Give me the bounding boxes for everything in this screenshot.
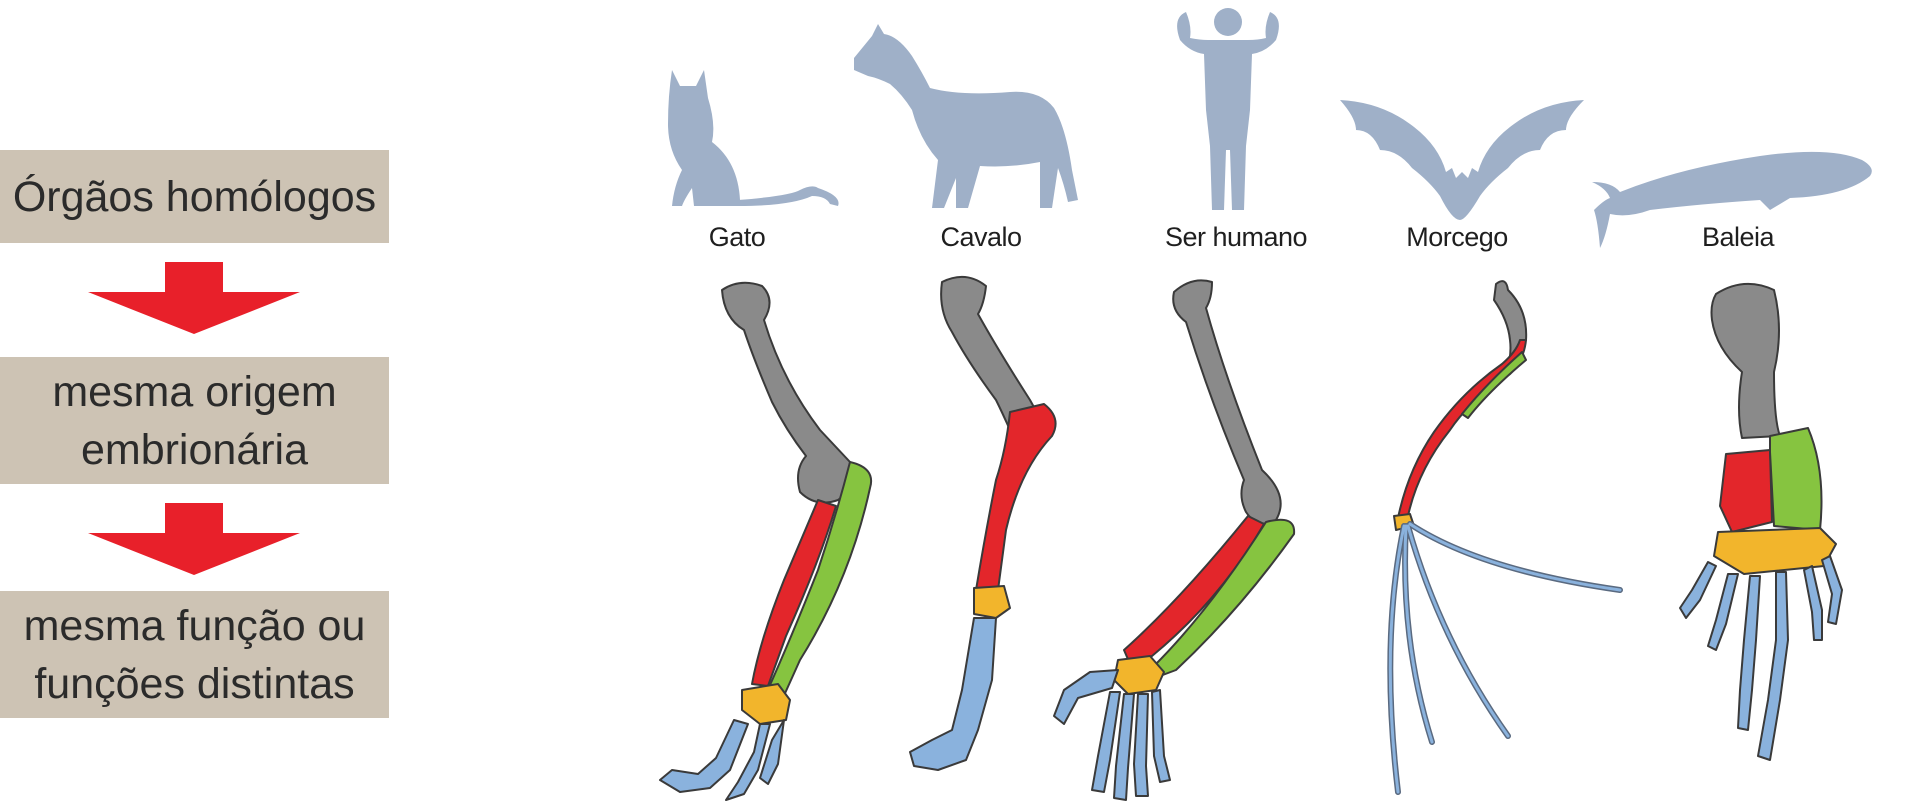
animal-label-bat: Morcego (1406, 222, 1508, 252)
cat-silhouette-icon (668, 70, 839, 206)
whale-silhouette-icon (1592, 151, 1872, 248)
whale-flipper (1679, 283, 1843, 761)
flow-box-homologous-organs: Órgãos homólogos (0, 150, 389, 243)
flow-step1-text: Órgãos homólogos (12, 172, 377, 221)
flow-step3-line2: funções distintas (34, 659, 355, 708)
human-forelimb (1053, 279, 1296, 801)
cat-forelimb (659, 281, 872, 801)
animal-label-cat: Gato (708, 222, 766, 252)
flow-box-same-origin: mesma origem embrionária (0, 357, 389, 484)
animal-label-horse: Cavalo (940, 222, 1022, 252)
down-arrow-icon (88, 503, 300, 575)
flow-step2-line1: mesma origem (52, 367, 337, 416)
bat-silhouette-icon (1340, 100, 1584, 220)
down-arrow-icon (88, 262, 300, 334)
animal-label-human: Ser humano (1164, 222, 1308, 252)
flow-step3-line1: mesma função ou (23, 601, 366, 650)
flow-step2-line2: embrionária (80, 425, 309, 474)
animal-label-whale: Baleia (1701, 222, 1775, 252)
horse-forelimb (909, 275, 1057, 771)
human-silhouette-icon (1177, 8, 1279, 210)
flow-box-function: mesma função ou funções distintas (0, 591, 389, 718)
bat-forelimb (1387, 280, 1623, 795)
horse-silhouette-icon (854, 24, 1078, 208)
